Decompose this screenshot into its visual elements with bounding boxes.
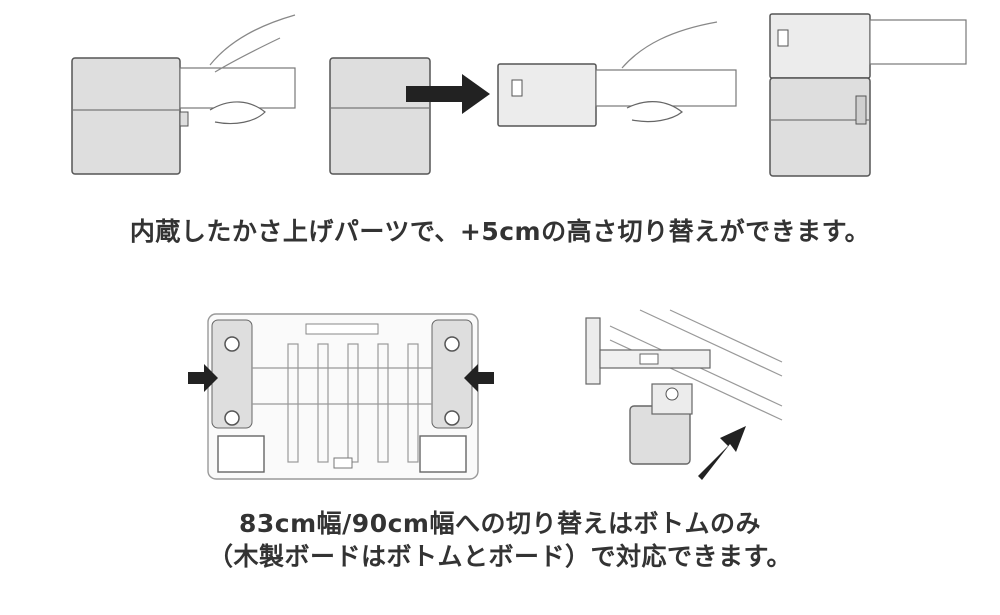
diagonal-arrow-icon (698, 426, 746, 480)
bracket-install-illustration (585, 309, 783, 480)
right-arrow-icon (406, 74, 490, 114)
width-switch-caption-line1: 83cm幅/90cm幅への切り替えはボトムのみ (239, 509, 761, 538)
width-switch-caption-line2: （木製ボードはボトムとボード）で対応できます。 (207, 541, 792, 571)
right-inward-arrow-icon (464, 364, 494, 392)
bottom-frame-illustration (188, 313, 494, 480)
height-step-3-illustration (769, 13, 967, 177)
height-step-2-illustration (329, 21, 737, 175)
height-step-1-illustration (71, 14, 296, 175)
left-inward-arrow-icon (188, 364, 218, 392)
width-switch-caption: 83cm幅/90cm幅への切り替えはボトムのみ （木製ボードはボトムとボード）で… (0, 508, 1000, 573)
height-adjust-caption: 内蔵したかさ上げパーツで、+5cmの高さ切り替えができます。 (129, 217, 871, 246)
